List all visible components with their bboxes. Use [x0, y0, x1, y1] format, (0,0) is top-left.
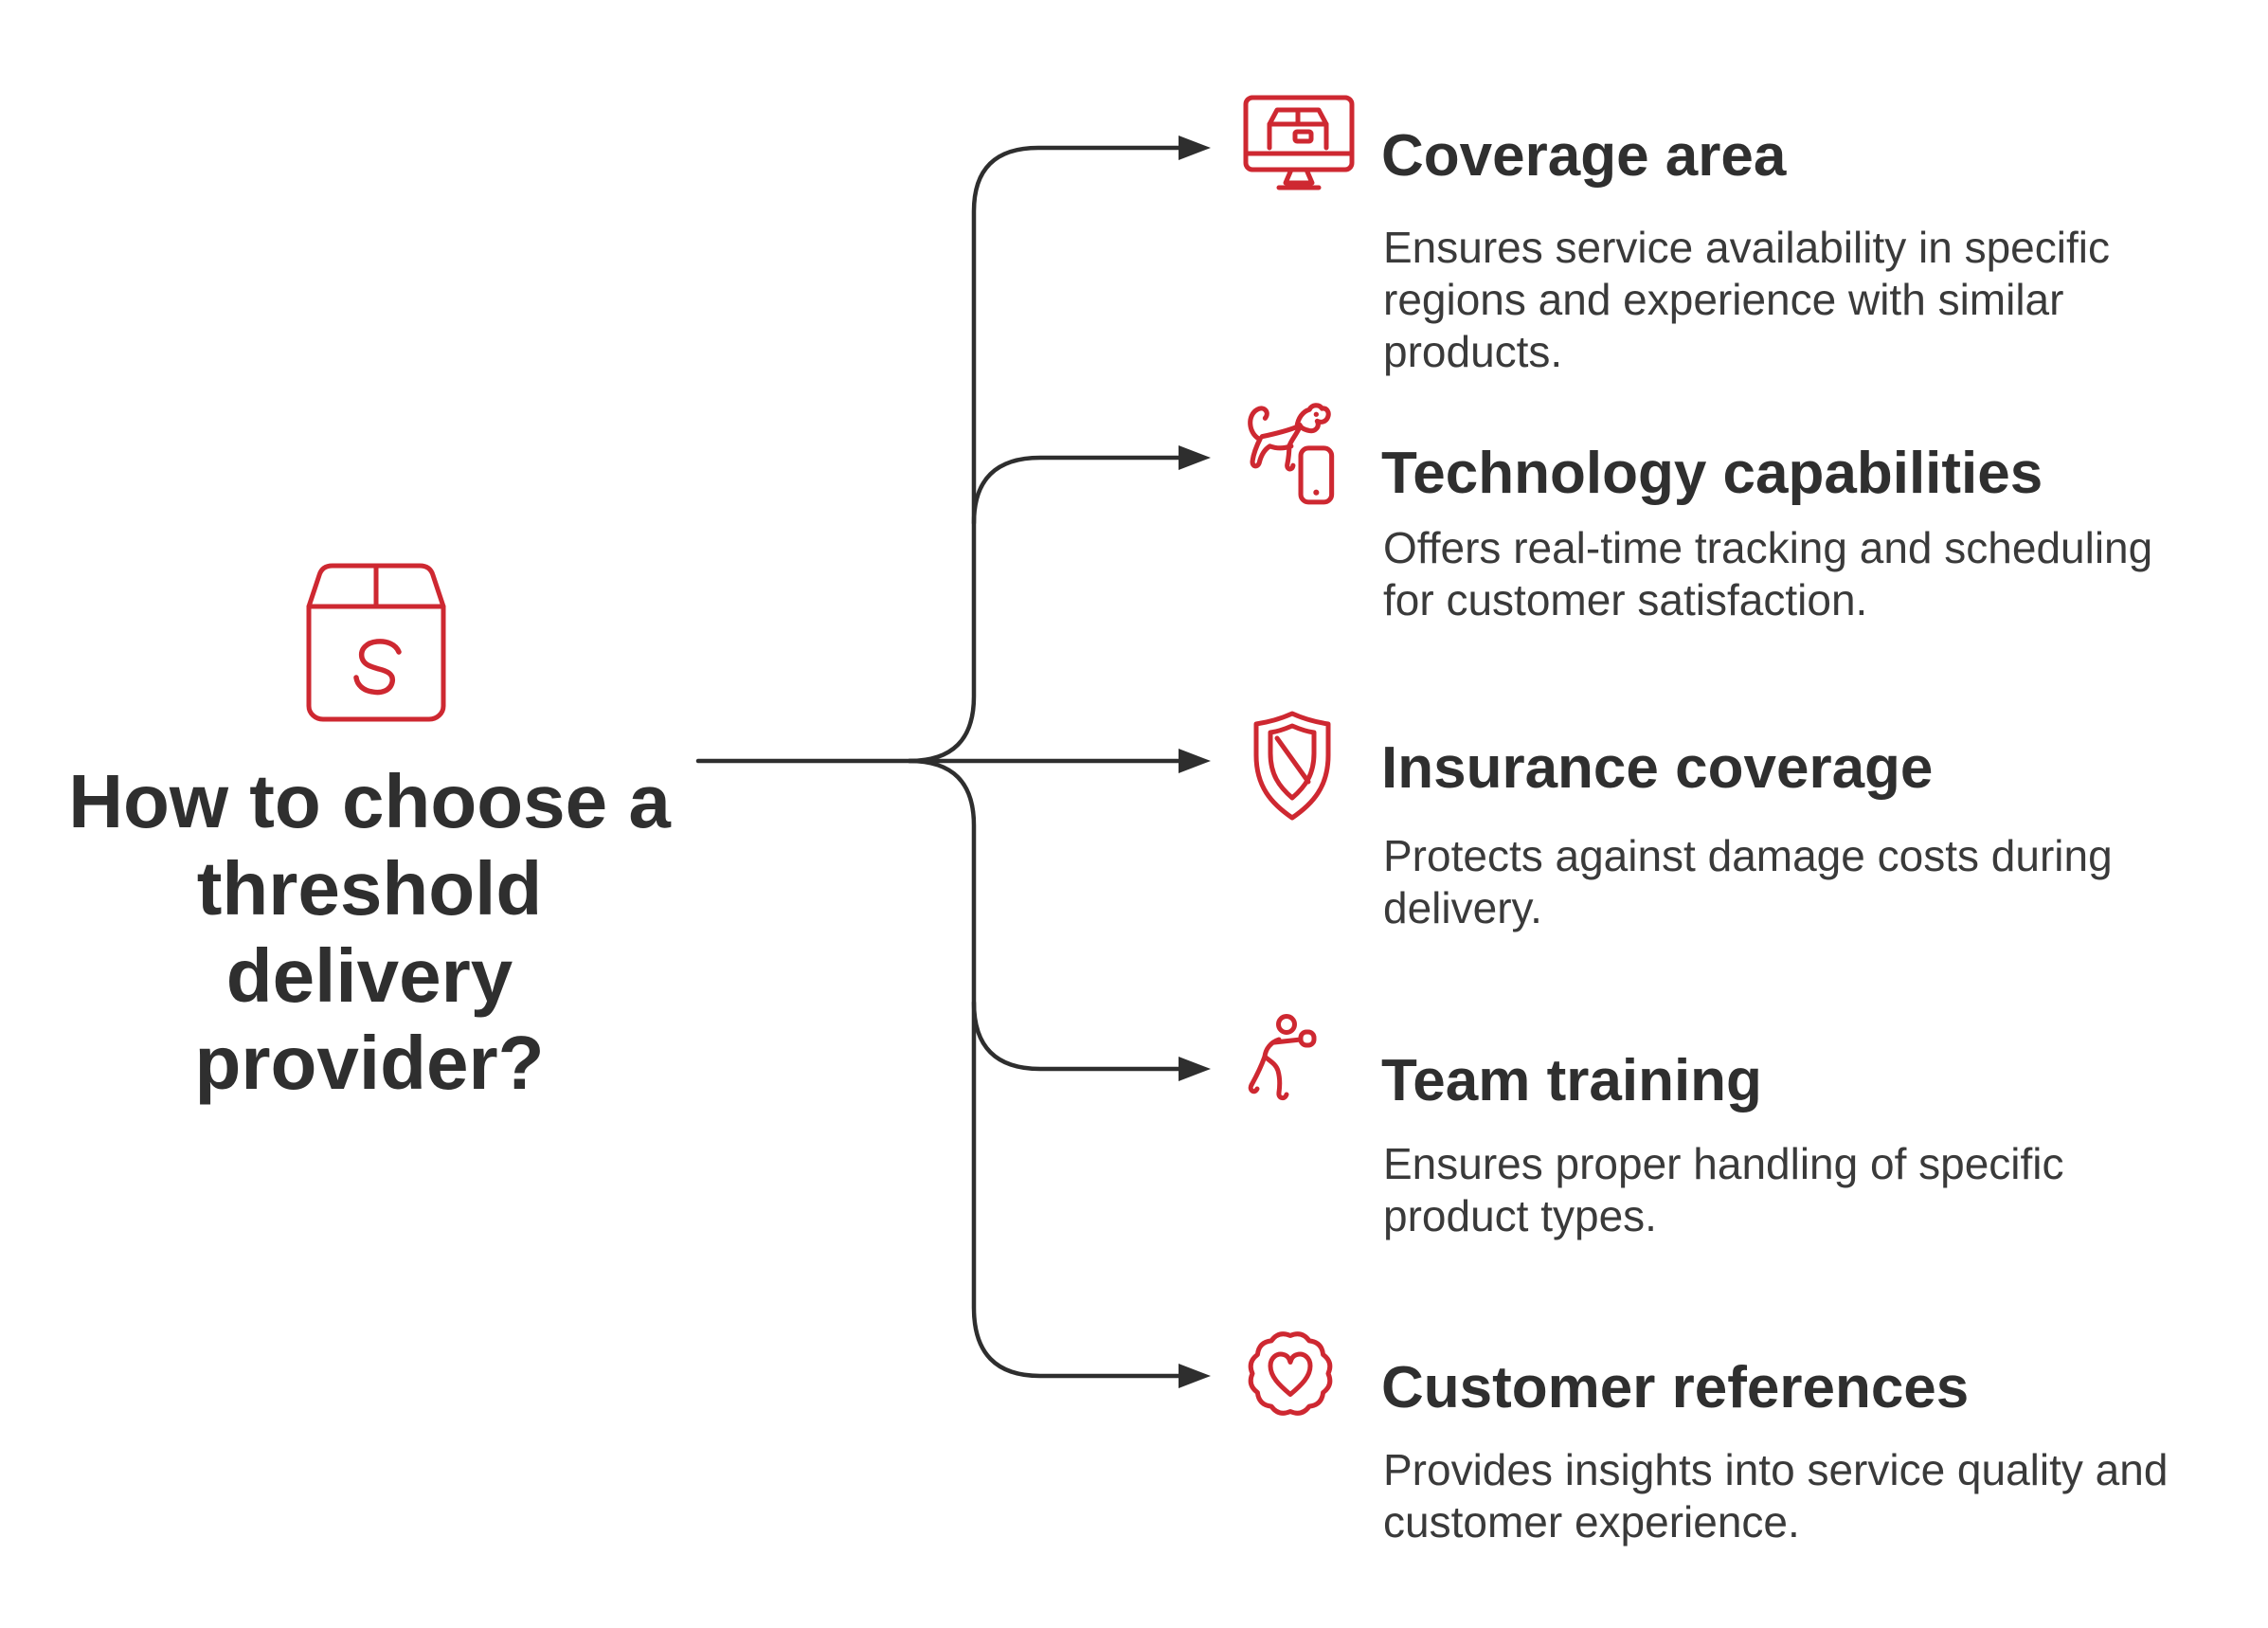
arrowhead-1 [1179, 136, 1211, 160]
branch-4-line [971, 1000, 1181, 1072]
monitor-package-icon [1243, 95, 1355, 190]
branch-desc-coverage-area: Ensures service availability in specific… [1383, 223, 2110, 376]
branch-title-insurance-coverage: Insurance coverage [1381, 735, 1934, 801]
dog-phone-icon [1248, 403, 1335, 505]
branch-2-line [971, 455, 1181, 526]
package-box-s-icon [306, 563, 446, 722]
boxer-person-icon [1248, 1014, 1317, 1101]
branch-up-line [907, 145, 1181, 764]
shield-slash-icon [1253, 711, 1331, 821]
branch-down-line [907, 758, 1181, 1379]
branch-desc-technology-capabilities: Offers real-time tracking and scheduling… [1383, 523, 2153, 624]
box-letter-s [353, 639, 402, 696]
main-question-title: How to choose a threshold delivery provi… [68, 759, 671, 1105]
arrowhead-4 [1179, 1057, 1211, 1081]
award-heart-icon [1248, 1331, 1333, 1416]
branch-title-coverage-area: Coverage area [1381, 123, 1787, 189]
branch-desc-team-training: Ensures proper handling of specific prod… [1383, 1139, 2064, 1240]
branch-title-team-training: Team training [1381, 1048, 1762, 1113]
branch-desc-insurance-coverage: Protects against damage costs during del… [1383, 831, 2113, 932]
arrowhead-3 [1179, 749, 1211, 773]
branch-desc-customer-references: Provides insights into service quality a… [1383, 1445, 2169, 1547]
branch-title-customer-references: Customer references [1381, 1355, 1970, 1420]
arrowhead-5 [1179, 1364, 1211, 1388]
arrowhead-2 [1179, 445, 1211, 470]
branch-title-technology-capabilities: Technology capabilities [1381, 441, 2043, 506]
